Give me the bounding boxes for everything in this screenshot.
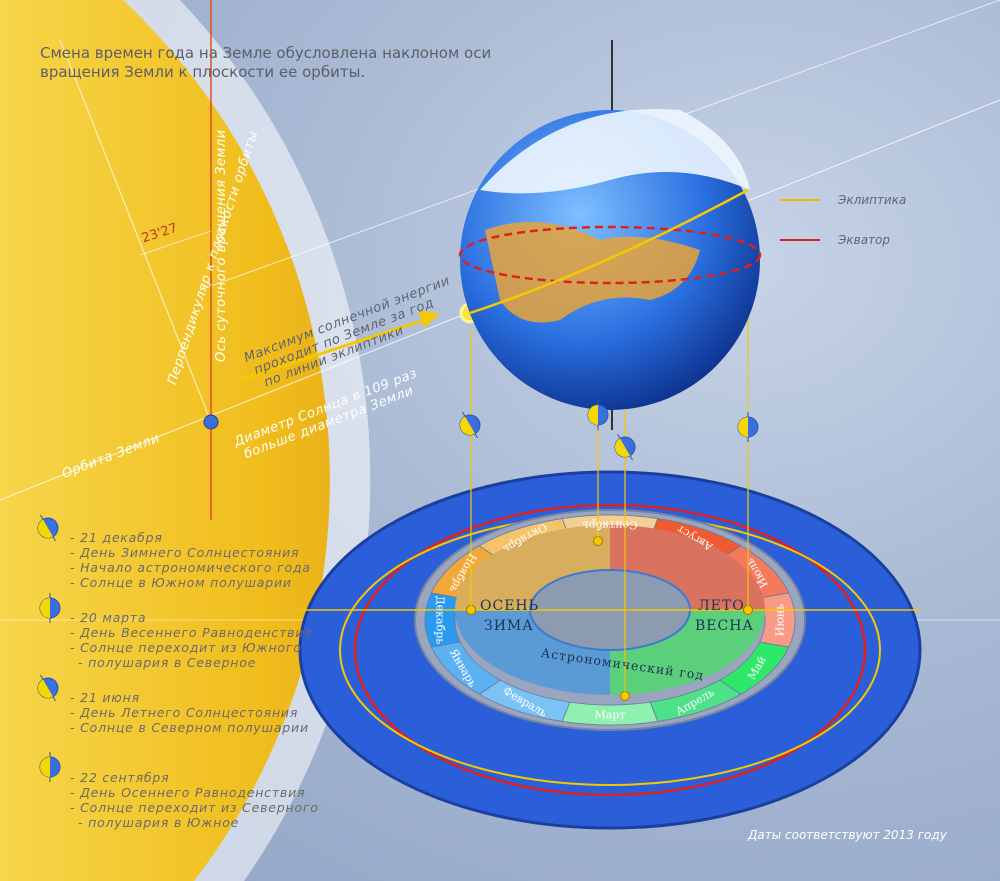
angle-line	[139, 230, 212, 256]
event-september: 22 сентябряДень Осеннего РавноденствияСо…	[70, 770, 319, 830]
legend-equator: Экватор	[838, 233, 891, 247]
dates-note: Даты соответствуют 2013 году	[748, 828, 947, 842]
hemisphere-icon	[614, 433, 636, 461]
season-autumn-label: ОСЕНЬ	[480, 598, 540, 614]
hemisphere-icons	[37, 400, 759, 782]
month-label: Март	[594, 708, 626, 722]
globe-ecliptic	[469, 188, 749, 315]
hemisphere-icon	[39, 593, 61, 623]
hemisphere-icon	[587, 400, 609, 430]
energy-arrow	[239, 316, 431, 382]
earth-marker	[203, 414, 219, 430]
event-june: 21 июняДень Летнего СолнцестоянияСолнце …	[70, 690, 309, 735]
legend-ecliptic: Эклиптика	[838, 193, 907, 207]
hemisphere-icon	[37, 514, 59, 542]
calendar-disk	[298, 470, 922, 830]
ice-cap	[480, 109, 750, 194]
continents	[485, 222, 700, 323]
equator-orbit	[353, 503, 867, 797]
arrow-head-icon	[418, 310, 440, 328]
hemisphere-icon	[37, 674, 59, 702]
season-summer-label: ЛЕТО	[698, 598, 745, 614]
hemisphere-icon	[459, 411, 481, 439]
event-march: 20 мартаДень Весеннего РавноденствияСолн…	[70, 610, 313, 670]
season-winter-label: ЗИМА	[484, 618, 534, 634]
month-label: Декабрь	[433, 595, 447, 645]
season-spring-label: ВЕСНА	[695, 618, 755, 634]
month-label: Сентябрь	[582, 518, 638, 532]
hemisphere-icon	[39, 752, 61, 782]
event-december: 21 декабряДень Зимнего СолнцестоянияНача…	[70, 530, 311, 590]
hemisphere-icon	[737, 412, 759, 442]
page-title: Смена времен года на Земле обусловлена н…	[40, 44, 492, 81]
globe-equator	[458, 225, 762, 285]
perpendicular-line	[59, 39, 212, 423]
month-label: Июнь	[773, 603, 787, 637]
